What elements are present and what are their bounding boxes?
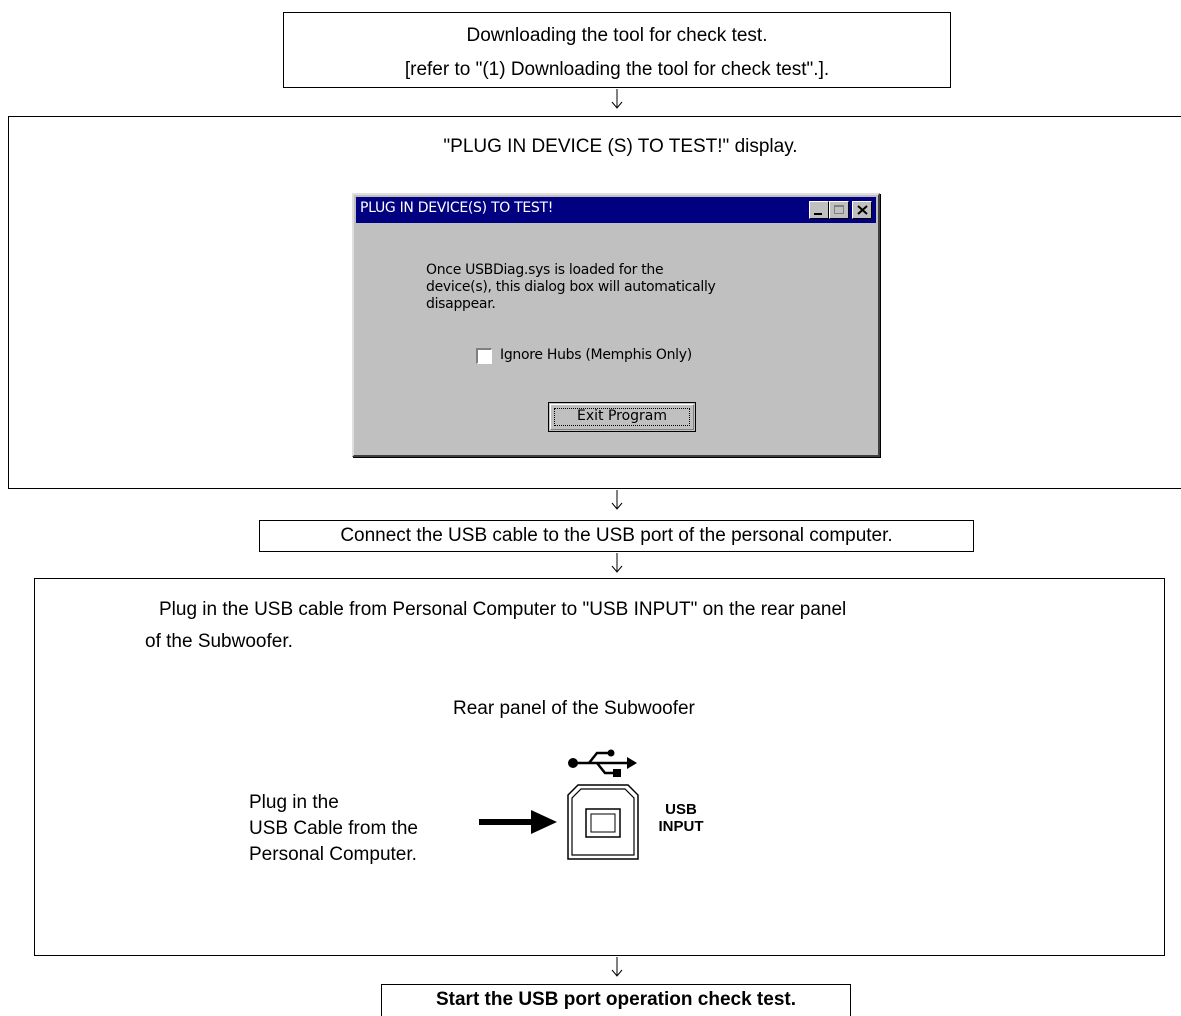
- down-arrow-icon: [611, 957, 623, 977]
- download-step-line2: [refer to "(1) Downloading the tool for …: [404, 59, 830, 80]
- connect-step-box: Connect the USB cable to the USB port of…: [259, 520, 974, 552]
- ignore-hubs-label[interactable]: Ignore Hubs (Memphis Only): [500, 347, 692, 363]
- usb-input-label-line2: INPUT: [658, 818, 704, 835]
- dialog-titlebar: PLUG IN DEVICE(S) TO TEST!: [356, 197, 876, 223]
- start-step-text: Start the USB port operation check test.: [435, 989, 796, 1010]
- down-arrow-icon: [611, 490, 623, 510]
- plug-hint-line2: USB Cable from the: [249, 818, 418, 839]
- plug-in-display-caption: "PLUG IN DEVICE (S) TO TEST!" display.: [443, 136, 798, 157]
- connect-step-text: Connect the USB cable to the USB port of…: [340, 525, 893, 546]
- plug-cable-line2: of the Subwoofer.: [145, 631, 293, 652]
- start-step-box: Start the USB port operation check test.: [381, 984, 851, 1016]
- close-icon[interactable]: [852, 201, 872, 219]
- usb-input-label-line1: USB: [665, 801, 697, 818]
- exit-program-button[interactable]: Exit Program: [548, 402, 696, 432]
- download-step-line1: Downloading the tool for check test.: [466, 25, 768, 46]
- ignore-hubs-checkbox[interactable]: [476, 348, 492, 364]
- usb-symbol-icon: [568, 749, 637, 777]
- usb-b-port-icon: [567, 784, 639, 860]
- dialog-message-line2: device(s), this dialog box will automati…: [426, 279, 716, 295]
- plug-cable-line1: Plug in the USB cable from Personal Comp…: [159, 599, 847, 620]
- dialog-message-line1: Once USBDiag.sys is loaded for the: [426, 262, 664, 278]
- maximize-icon[interactable]: [829, 201, 849, 219]
- download-step-box: Downloading the tool for check test. [re…: [283, 12, 951, 88]
- plug-hint-line1: Plug in the: [249, 792, 339, 813]
- rear-panel-caption: Rear panel of the Subwoofer: [453, 698, 695, 719]
- down-arrow-icon: [611, 553, 623, 573]
- plug-in-device-dialog: PLUG IN DEVICE(S) TO TEST! Once USBDiag.…: [352, 193, 880, 457]
- plug-cable-step-box: Plug in the USB cable from Personal Comp…: [34, 578, 1165, 956]
- dialog-message-line3: disappear.: [426, 296, 496, 312]
- minimize-icon[interactable]: [809, 201, 829, 219]
- right-arrow-icon: [479, 810, 557, 834]
- down-arrow-icon: [611, 89, 623, 109]
- dialog-title: PLUG IN DEVICE(S) TO TEST!: [360, 200, 554, 216]
- plug-hint-line3: Personal Computer.: [249, 844, 417, 865]
- exit-program-label: Exit Program: [576, 408, 668, 424]
